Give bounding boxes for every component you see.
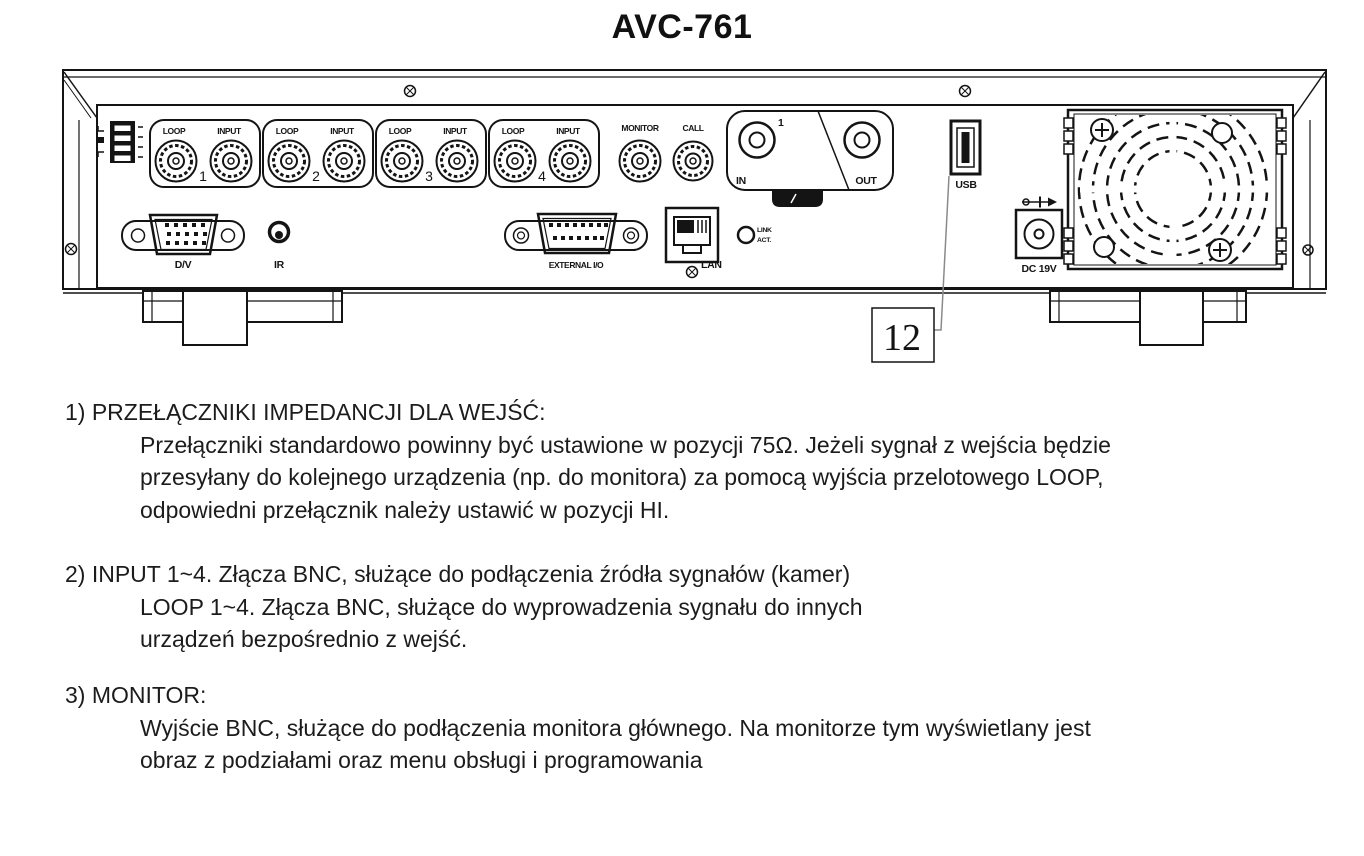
bnc-group-2: LOOP INPUT 2 — [262, 119, 374, 188]
item-2-line: LOOP 1~4. Złącza BNC, służące do wyprowa… — [140, 593, 863, 620]
device-foot-left — [142, 290, 343, 346]
channel-number: 4 — [538, 168, 546, 184]
item-2-line: urządzeń bezpośrednio z wejść. — [140, 626, 468, 652]
channel-number: 3 — [425, 168, 433, 184]
external-io-connector: EXTERNAL I/O — [504, 212, 648, 270]
fan-screw-icon — [1090, 118, 1114, 142]
bnc-group-1: LOOP INPUT 1 — [149, 119, 261, 188]
page-title: AVC-761 — [611, 8, 753, 46]
input-label: INPUT — [217, 126, 242, 136]
dc-label: DC 19V — [1022, 263, 1057, 275]
fan-hole — [1093, 236, 1115, 258]
screw-icon — [403, 84, 417, 98]
item-2-heading: 2) INPUT 1~4. Złącza BNC, służące do pod… — [65, 561, 851, 587]
link-act-led: LINK ACT. — [736, 225, 772, 245]
channel-number: 1 — [199, 168, 207, 184]
usb-callout: 12 — [871, 175, 950, 363]
description-item-3: 3) MONITOR: Wyjście BNC, służące do podł… — [65, 679, 1305, 777]
input-label: INPUT — [556, 126, 581, 136]
ir-label: IR — [274, 259, 285, 271]
audio-plate-tab — [772, 190, 823, 207]
bnc-connector — [548, 139, 592, 183]
audio-in-label: IN — [736, 175, 746, 187]
fan-grille — [1063, 108, 1287, 271]
description-item-2: 2) INPUT 1~4. Złącza BNC, służące do pod… — [65, 558, 1305, 656]
dc-power-jack: DC 19V — [1014, 196, 1064, 275]
item-3-heading: 3) MONITOR: — [65, 682, 207, 708]
input-label: INPUT — [443, 126, 468, 136]
fan-screw-icon — [1208, 238, 1232, 262]
bnc-group-4: LOOP INPUT 4 — [488, 119, 600, 188]
call-output: CALL — [672, 123, 714, 182]
device-foot-right — [1049, 290, 1247, 346]
item-3-line: obraz z podziałami oraz menu obsługi i p… — [140, 747, 703, 773]
loop-label: LOOP — [276, 126, 299, 136]
monitor-label: MONITOR — [621, 123, 658, 133]
audio-channel-number: 1 — [778, 117, 784, 129]
loop-label: LOOP — [502, 126, 525, 136]
bnc-connector — [209, 139, 253, 183]
input-label: INPUT — [330, 126, 355, 136]
lan-port: LAN — [664, 206, 722, 279]
item-3-line: Wyjście BNC, służące do podłączenia moni… — [140, 714, 1091, 741]
act-label: ACT. — [757, 237, 771, 244]
monitor-output: MONITOR — [618, 123, 662, 183]
screw-icon — [1302, 244, 1314, 256]
external-io-pins — [549, 223, 608, 240]
channel-number: 2 — [312, 168, 320, 184]
rear-panel-diagram: LOOP INPUT 1 LOOP INPUT — [62, 69, 1327, 363]
bnc-connector — [322, 139, 366, 183]
dv-label: D/V — [175, 259, 192, 271]
item-1-line: Przełączniki standardowo powinny być ust… — [140, 431, 1111, 458]
link-label: LINK — [757, 227, 772, 234]
ir-sensor: IR — [267, 220, 291, 271]
dv-connector: D/V — [121, 213, 245, 271]
bnc-connector — [267, 139, 311, 183]
external-io-label: EXTERNAL I/O — [549, 260, 604, 270]
audio-out-label: OUT — [855, 175, 877, 187]
callout-number: 12 — [883, 317, 921, 359]
item-1-heading: 1) PRZEŁĄCZNIKI IMPEDANCJI DLA WEJŚĆ: — [65, 399, 546, 425]
bnc-connector — [380, 139, 424, 183]
item-1-line: odpowiedni przełącznik należy ustawić w … — [140, 496, 670, 523]
lan-label: LAN — [701, 259, 722, 271]
bnc-group-3: LOOP INPUT 3 — [375, 119, 487, 188]
bnc-connector — [154, 139, 198, 183]
dv-pins — [165, 223, 207, 245]
audio-in-connector — [738, 121, 776, 159]
audio-plate: 1 IN OUT — [726, 110, 894, 207]
fan-hole — [1211, 122, 1233, 144]
loop-label: LOOP — [389, 126, 412, 136]
loop-label: LOOP — [163, 126, 186, 136]
fan-plate-tabs — [1063, 117, 1287, 265]
screw-icon — [685, 265, 699, 279]
bnc-connector — [435, 139, 479, 183]
screw-icon — [958, 84, 972, 98]
impedance-dip-switch — [97, 121, 143, 163]
usb-port: USB — [949, 119, 982, 191]
description-item-1: 1) PRZEŁĄCZNIKI IMPEDANCJI DLA WEJŚĆ: Pr… — [65, 396, 1305, 526]
screw-icon — [64, 242, 78, 256]
usb-label: USB — [955, 179, 977, 191]
bnc-connector — [493, 139, 537, 183]
item-1-line: przesyłany do kolejnego urządzenia (np. … — [140, 464, 1104, 490]
audio-out-connector — [843, 121, 881, 159]
call-label: CALL — [682, 123, 703, 133]
